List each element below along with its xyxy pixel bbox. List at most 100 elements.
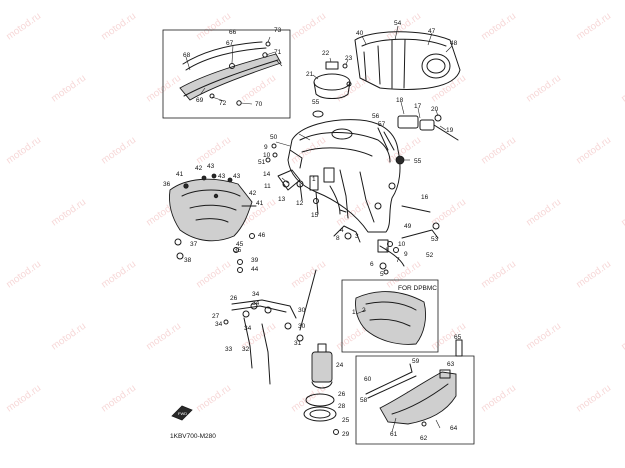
callout-24: 24 <box>336 362 344 369</box>
watermark-text: motod.ru <box>99 383 138 415</box>
bolt-70 <box>236 100 242 106</box>
watermark-text: motod.ru <box>194 135 233 167</box>
watermark-text: motod.ru <box>49 197 88 229</box>
bolt-38 <box>176 252 184 260</box>
callout-48: 48 <box>450 40 458 47</box>
callout-19: 19 <box>446 127 454 134</box>
callout-10a: 10 <box>263 152 271 159</box>
callout-39: 39 <box>251 257 259 264</box>
callout-59: 59 <box>412 358 420 365</box>
valve-18 <box>397 115 419 129</box>
callout-4: 4 <box>340 227 344 234</box>
fuel-cap-group <box>312 57 352 118</box>
screw-39 <box>237 259 243 265</box>
callout-7: 7 <box>396 257 400 264</box>
watermark-text: motod.ru <box>194 383 233 415</box>
tank-cover <box>169 178 253 242</box>
bracket-group-right <box>333 209 440 275</box>
callout-34b: 34 <box>252 300 260 307</box>
callout-43a: 43 <box>207 163 215 170</box>
dpbmc-inset: FOR DPBMC <box>341 279 439 353</box>
callout-30a: 30 <box>298 307 306 314</box>
callout-55a: 55 <box>312 99 320 106</box>
callout-9a: 9 <box>264 144 268 151</box>
fuel-pump-group <box>223 269 339 435</box>
callout-69: 69 <box>196 97 204 104</box>
callout-21: 21 <box>306 71 314 78</box>
watermark-text: motod.ru <box>99 259 138 291</box>
callout-58: 58 <box>360 397 368 404</box>
watermark-text: motod.ru <box>4 383 43 415</box>
callout-45: 45 <box>236 241 244 248</box>
callout-26a: 26 <box>230 295 238 302</box>
valve-19 <box>419 119 435 131</box>
watermark-text: motod.ru <box>4 135 43 167</box>
watermark-text: motod.ru <box>479 383 518 415</box>
grommet-67 <box>229 63 235 69</box>
callout-71: 71 <box>274 49 282 56</box>
callout-40: 40 <box>356 30 364 37</box>
screw-73 <box>265 41 271 47</box>
drain-hose-19 <box>433 124 459 141</box>
side-cover-strip <box>182 41 263 65</box>
tank-cover-group <box>169 173 257 273</box>
watermark-text: motod.ru <box>574 383 613 415</box>
callout-44: 44 <box>251 266 259 273</box>
callout-67: 67 <box>226 40 234 47</box>
bracket-group-left <box>265 141 319 204</box>
callout-34d: 34 <box>244 325 252 332</box>
callout-72: 72 <box>219 100 227 107</box>
sensor-group <box>377 101 459 213</box>
watermark-text: motod.ru <box>4 11 43 43</box>
fwd-arrow: FWD <box>171 405 193 421</box>
callout-3: 3 <box>355 233 359 240</box>
watermark-text: motod.ru <box>239 73 278 105</box>
fuel-cap <box>313 73 351 91</box>
bolt-62 <box>421 421 427 427</box>
callout-30b: 30 <box>298 323 306 330</box>
watermark-text: motod.ru <box>194 259 233 291</box>
rod-16 <box>401 205 431 213</box>
lower-cover-group <box>355 339 475 445</box>
callout-18: 18 <box>396 97 404 104</box>
bolt-29 <box>333 429 339 435</box>
watermark-text: motod.ru <box>479 135 518 167</box>
callout-51: 51 <box>258 159 266 166</box>
rod-56 <box>377 127 389 151</box>
callout-38: 38 <box>184 257 192 264</box>
bracket-12 <box>277 169 301 191</box>
watermark-text: motod.ru <box>574 135 613 167</box>
callout-14: 14 <box>263 171 271 178</box>
callout-64: 64 <box>450 425 458 432</box>
bolt-72 <box>209 93 215 99</box>
bolt-65 <box>455 339 463 357</box>
gasket-26 <box>305 393 335 407</box>
callout-63: 63 <box>447 361 455 368</box>
watermark-text: motod.ru <box>479 11 518 43</box>
plate-25 <box>303 406 337 422</box>
tab-63 <box>439 369 451 379</box>
callout-11: 11 <box>264 183 271 190</box>
side-cover-group <box>162 29 291 119</box>
callout-34c: 34 <box>215 321 223 328</box>
callout-34a: 34 <box>252 291 260 298</box>
callout-layer: 66 67 68 69 70 71 72 73 22 21 23 55 54 4… <box>163 20 462 442</box>
callout-50: 50 <box>270 134 278 141</box>
watermark-text: motod.ru <box>49 321 88 353</box>
callout-61: 61 <box>390 431 398 438</box>
filler-neck <box>331 128 353 140</box>
watermark-text: motod.ru <box>619 73 625 105</box>
callout-55b: 55 <box>414 158 422 165</box>
rivet-36 <box>183 183 189 189</box>
callout-23: 23 <box>345 55 353 62</box>
callout-46: 46 <box>258 232 266 239</box>
fuel-hose-32 <box>231 299 297 319</box>
callout-13: 13 <box>278 196 286 203</box>
callout-26b: 26 <box>338 391 346 398</box>
callout-16: 16 <box>421 194 429 201</box>
callout-42b: 42 <box>249 190 257 197</box>
side-cover-box <box>162 29 291 119</box>
callout-37: 37 <box>190 241 198 248</box>
callout-25: 25 <box>342 417 350 424</box>
